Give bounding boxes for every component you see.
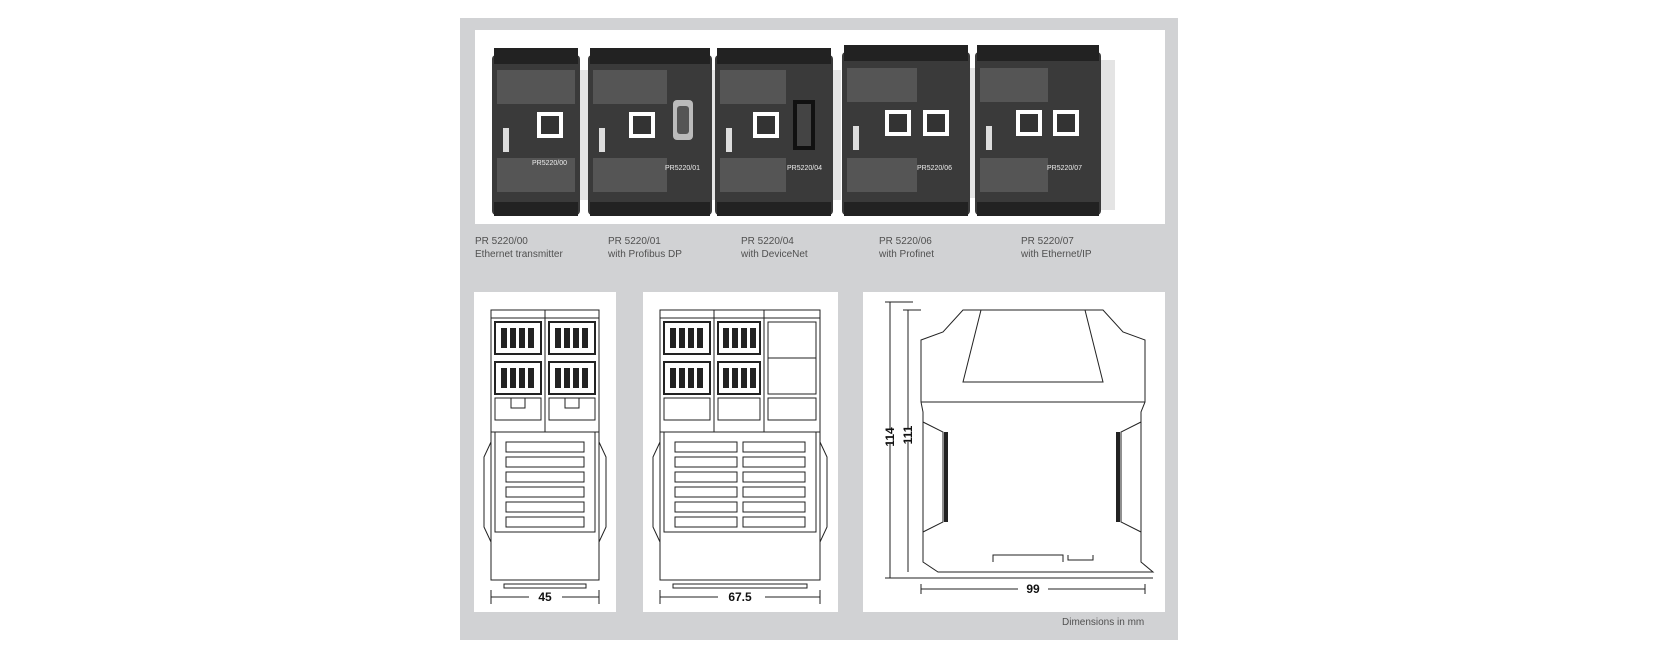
module-pr5220-01: PR5220/01 <box>588 48 720 216</box>
caption-1-code: PR 5220/00 <box>475 236 528 247</box>
caption-1-desc: Ethernet transmitter <box>475 249 563 260</box>
front-view-45: 45 <box>474 292 616 612</box>
caption-3: PR 5220/04 with DeviceNet <box>741 235 808 261</box>
caption-3-code: PR 5220/04 <box>741 236 794 247</box>
module-pr5220-07: PR5220/07 <box>975 45 1115 216</box>
caption-2-desc: with Profibus DP <box>608 249 682 260</box>
dimension-height-111: 111 <box>901 425 915 444</box>
dimension-depth-99: 99 <box>1026 582 1040 596</box>
module-label-2: PR5220/01 <box>665 165 700 172</box>
module-pr5220-00: PR5220/00 <box>492 48 588 216</box>
dimension-width-67-5: 67.5 <box>728 590 752 604</box>
dimensions-note: Dimensions in mm <box>1062 617 1145 628</box>
caption-4: PR 5220/06 with Profinet <box>879 235 934 261</box>
caption-4-desc: with Profinet <box>879 249 935 260</box>
product-photo: PR5220/00 PR5220/01 <box>475 30 1165 224</box>
caption-5-desc: with Ethernet/IP <box>1021 249 1092 260</box>
caption-2-code: PR 5220/01 <box>608 236 661 247</box>
front-view-45-svg: 45 <box>483 309 607 604</box>
module-label-5: PR5220/07 <box>1047 165 1082 172</box>
module-pr5220-06: PR5220/06 <box>842 45 978 216</box>
dimension-height-114: 114 <box>883 427 897 447</box>
front-view-67-5-svg: 67.5 <box>652 309 828 604</box>
caption-3-desc: with DeviceNet <box>741 249 808 260</box>
caption-2: PR 5220/01 with Profibus DP <box>608 235 682 261</box>
side-view-svg: 114 111 99 <box>883 301 1155 596</box>
module-label-3: PR5220/04 <box>787 165 822 172</box>
dimension-width-45: 45 <box>538 590 552 604</box>
caption-1: PR 5220/00 Ethernet transmitter <box>475 235 563 261</box>
module-pr5220-04: PR5220/04 <box>715 48 841 216</box>
side-view: 114 111 99 <box>863 292 1165 612</box>
caption-5-code: PR 5220/07 <box>1021 236 1074 247</box>
modules-photo-svg: PR5220/00 PR5220/01 <box>492 45 1115 216</box>
caption-4-code: PR 5220/06 <box>879 236 932 247</box>
module-label-4: PR5220/06 <box>917 165 952 172</box>
front-view-67-5: 67.5 <box>643 292 838 612</box>
module-label-1: PR5220/00 <box>532 160 567 167</box>
caption-5: PR 5220/07 with Ethernet/IP <box>1021 235 1092 261</box>
